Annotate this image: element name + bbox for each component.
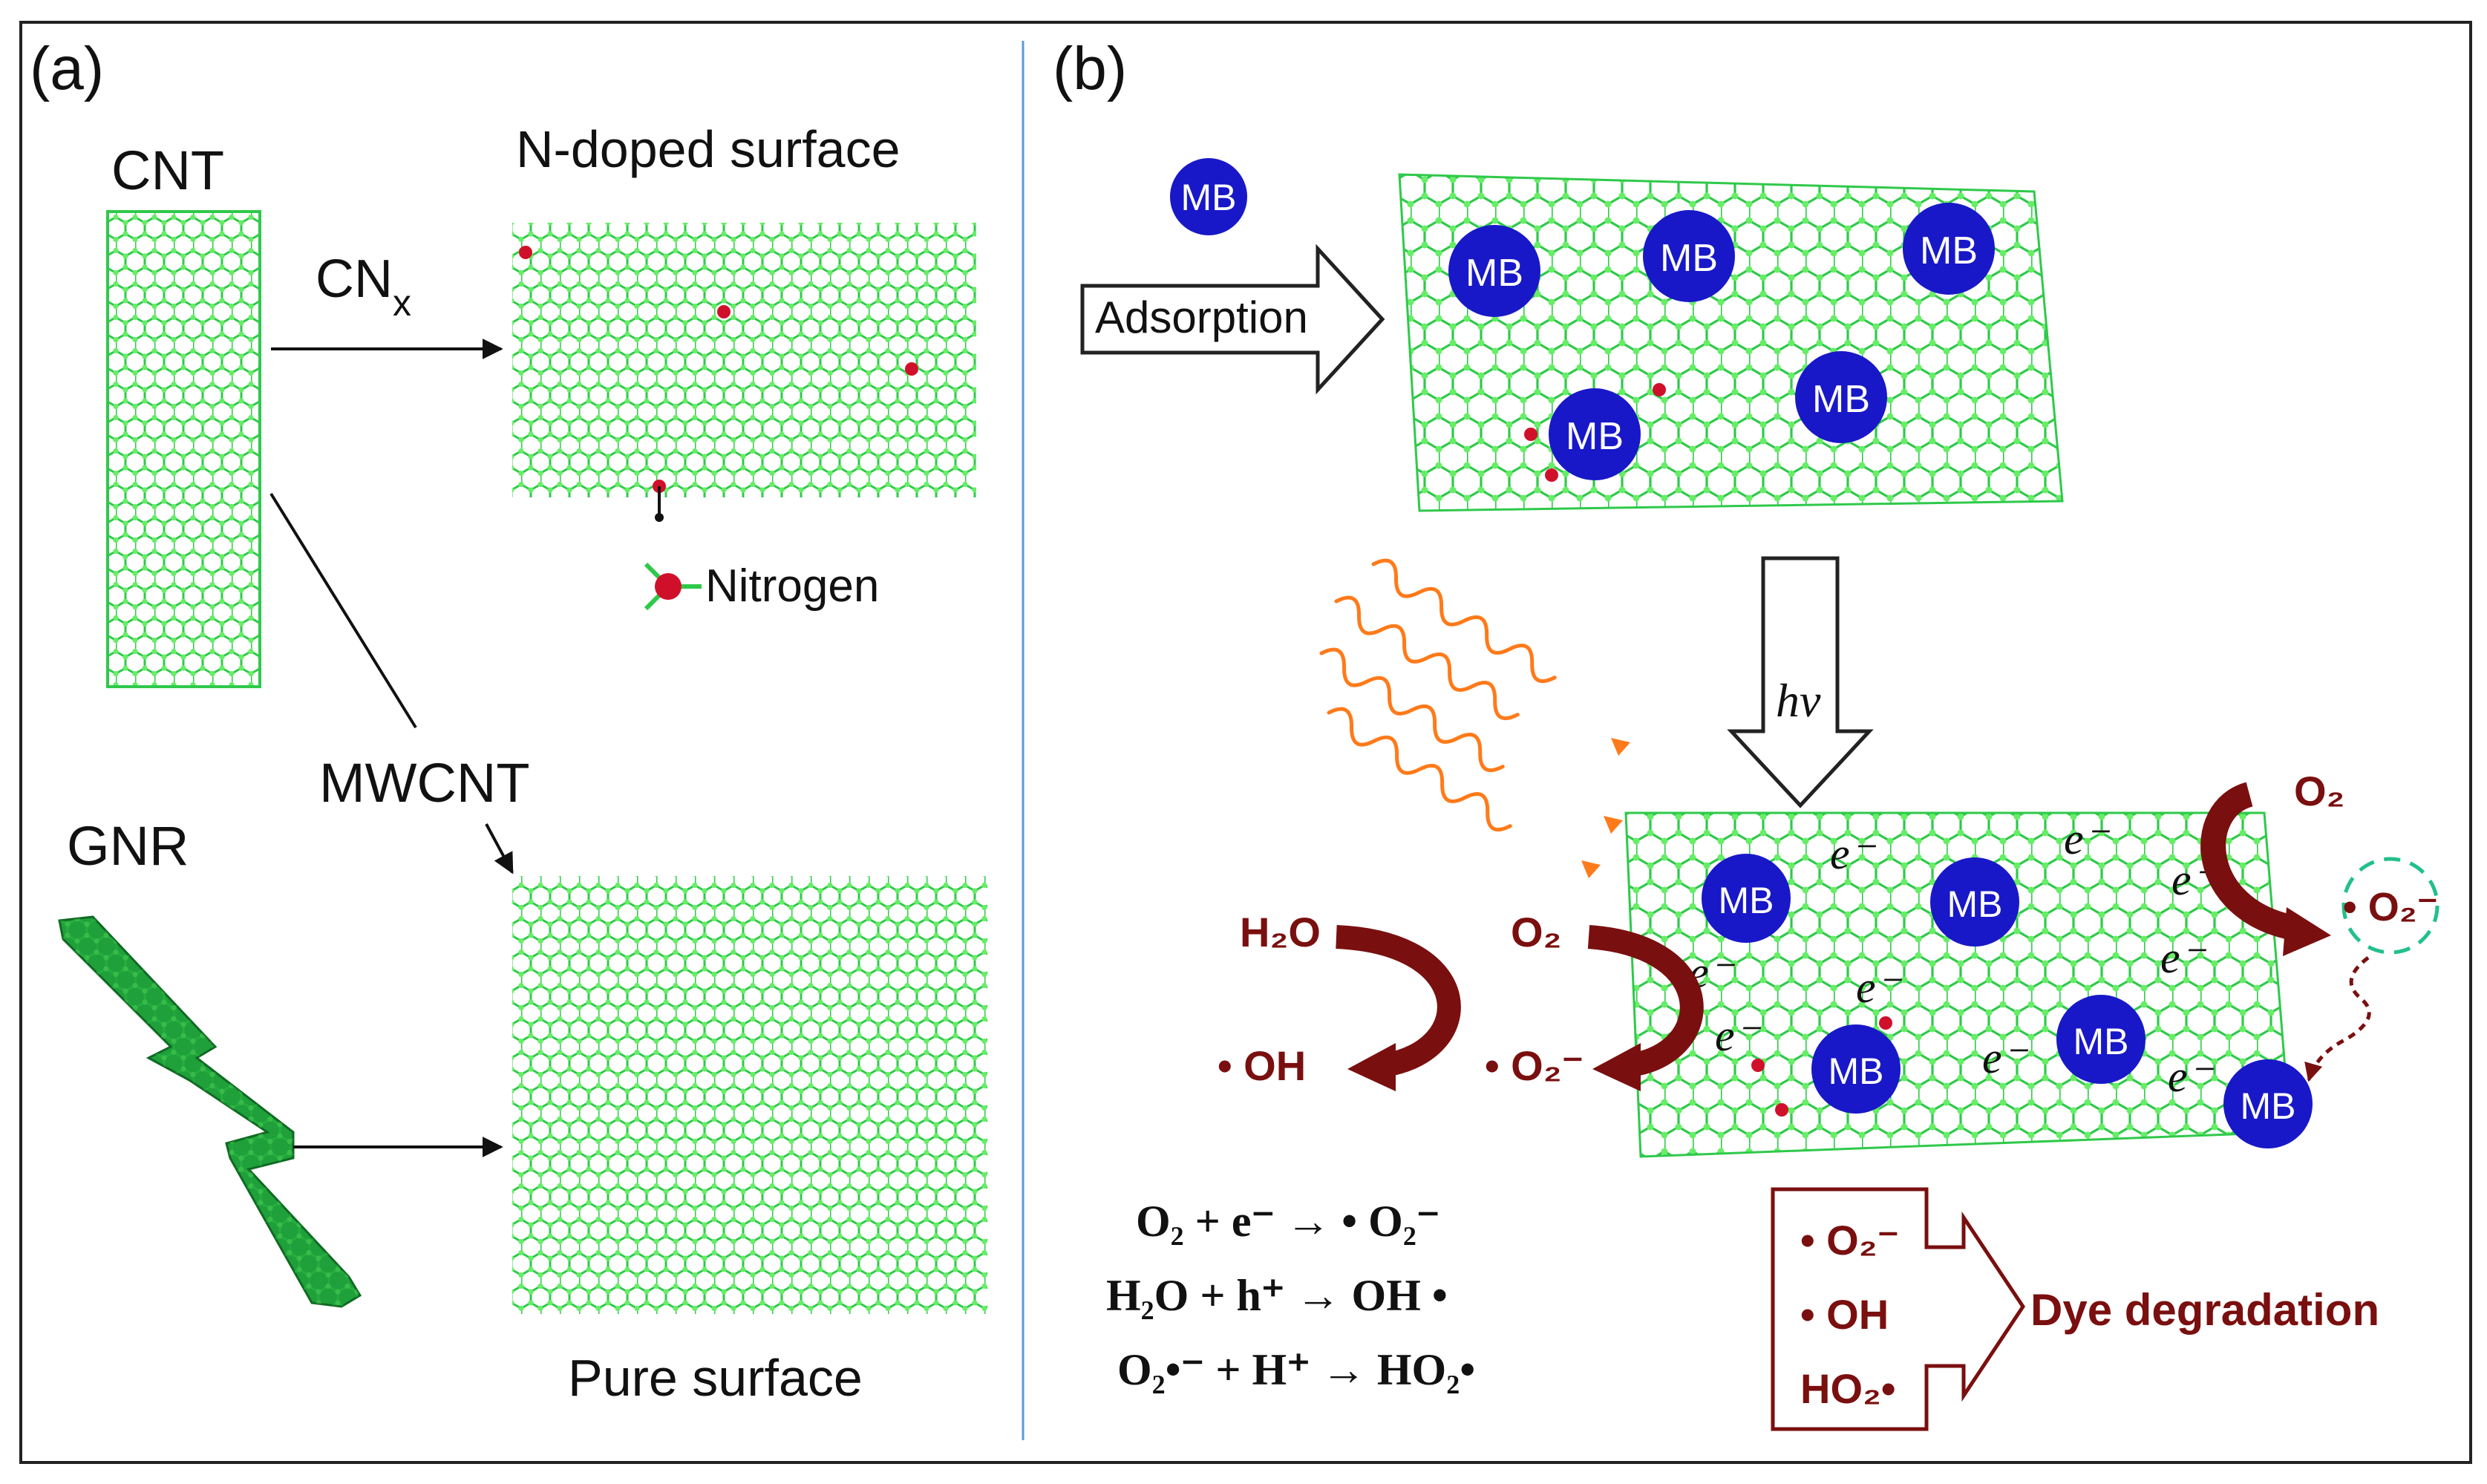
cnt-label: CNT — [111, 140, 224, 201]
pure-surface-label: Pure surface — [568, 1349, 863, 1407]
nitrogen-atom — [1545, 468, 1558, 482]
h2o-label: H₂O — [1240, 909, 1321, 955]
box-superoxide: • O₂⁻ — [1800, 1217, 1899, 1264]
electron-label: e⁻ — [2064, 814, 2111, 863]
box-hydroperoxyl: HO₂• — [1800, 1365, 1896, 1412]
figure-frame — [19, 21, 2472, 1464]
mb-molecule: MB — [1448, 225, 1540, 317]
svg-text:MB: MB — [1566, 415, 1624, 458]
mb-molecule: MB — [1930, 857, 2019, 947]
gnr-label: GNR — [67, 815, 189, 877]
cnt-lattice — [108, 212, 260, 687]
adsorption-arrow — [1080, 243, 1385, 395]
h2o-arrowhead — [1347, 1043, 1396, 1091]
equations: O₂ + e⁻ → • O₂⁻ H₂O + h⁺ → OH • O₂•⁻ + H… — [1106, 1197, 1475, 1394]
o2-left-arrowhead — [1592, 1043, 1641, 1091]
electron-label: e⁻ — [1830, 829, 1877, 878]
svg-text:MB: MB — [1465, 252, 1523, 295]
dopant-end — [655, 513, 664, 522]
mb-molecule: MB — [1702, 854, 1791, 943]
nitrogen-atom — [1775, 1103, 1788, 1117]
electrons: e⁻ e⁻ e⁻ e⁻ e⁻ e⁻ e⁻ e⁻ e⁻ — [1689, 814, 2218, 1101]
top-sheet-mb: MB MB MB MB MB — [1448, 203, 1995, 482]
mb-molecule: MB — [1903, 203, 1995, 295]
panel-b-label: (b) — [1053, 35, 1127, 102]
o2-right-arrowhead — [2283, 907, 2331, 956]
superoxide-left-label: • O₂⁻ — [1485, 1042, 1584, 1089]
panel-b: (b) MB Adsorption MB MB MB MB MB hv — [1053, 35, 2439, 1431]
hv-label: hv — [1776, 674, 1821, 727]
oh-radical-label: • OH — [1218, 1042, 1306, 1089]
mb-molecule: MB — [2056, 995, 2146, 1084]
o2-left-arrow — [1587, 925, 1704, 1077]
pure-sheet — [512, 876, 987, 1314]
n-doped-sheet — [512, 223, 976, 497]
nitrogen-atom — [519, 246, 532, 259]
h2o-arrow — [1336, 925, 1461, 1077]
svg-text:MB: MB — [2073, 1021, 2129, 1062]
svg-text:MB: MB — [1181, 177, 1237, 218]
electron-label: e⁻ — [1715, 1011, 1762, 1060]
cnt-tube — [106, 210, 261, 688]
electron-label: e⁻ — [2168, 1052, 2215, 1101]
adsorption-label: Adsorption — [1095, 292, 1308, 342]
electron-label: e⁻ — [2160, 933, 2207, 982]
mb-molecule: MB — [2223, 1059, 2313, 1148]
nitrogen-legend: Nitrogen — [644, 560, 879, 612]
superoxide-right-label: • O₂⁻ — [2343, 885, 2438, 929]
superoxide-circle — [2341, 857, 2439, 955]
svg-text:MB: MB — [1947, 883, 2003, 925]
nitrogen-atom — [1653, 383, 1666, 396]
mwcnt-label: MWCNT — [319, 752, 530, 814]
mb-molecule: MB — [1549, 388, 1641, 480]
n-doped-title: N-doped surface — [516, 120, 901, 178]
gnr-ribbon — [58, 915, 362, 1308]
svg-text:MB: MB — [1829, 1050, 1884, 1092]
radicals-box — [1771, 1187, 2026, 1431]
electron-label: e⁻ — [1982, 1033, 2029, 1082]
light-waves — [1319, 558, 1630, 878]
svg-text:MB: MB — [2241, 1085, 2296, 1127]
mb-molecule: MB — [1795, 351, 1887, 443]
hv-arrow — [1727, 556, 1874, 808]
nitrogen-atom — [905, 362, 918, 376]
svg-text:MB: MB — [1719, 880, 1774, 921]
cnt-outline — [106, 210, 261, 688]
equation-3: O₂•⁻ + H⁺ → HO₂• — [1117, 1345, 1475, 1394]
superoxide-attack-line — [2304, 956, 2371, 1082]
cnx-label: CNx — [316, 249, 411, 324]
nitrogen-atom — [1524, 428, 1537, 441]
svg-text:MB: MB — [1660, 237, 1718, 280]
panel-a-label: (a) — [30, 35, 104, 102]
nitrogen-label: Nitrogen — [705, 560, 879, 612]
nitrogen-dopants — [519, 246, 918, 522]
nitrogen-atom — [717, 305, 731, 318]
bottom-sheet-mb: MB MB MB MB MB — [1702, 854, 2313, 1148]
o2-right-arrow — [2200, 782, 2297, 941]
equation-2: H₂O + h⁺ → OH • — [1106, 1271, 1448, 1320]
o2-left-label: O₂ — [1511, 909, 1561, 955]
nitrogen-atom — [1879, 1016, 1892, 1030]
cnt-to-mwcnt-line — [269, 492, 417, 729]
equation-1: O₂ + e⁻ → • O₂⁻ — [1136, 1197, 1439, 1246]
nitrogen-icon — [655, 573, 682, 600]
mb-molecule-free: MB — [1170, 158, 1247, 235]
o2-right-label: O₂ — [2294, 768, 2344, 814]
svg-text:MB: MB — [1920, 229, 1978, 272]
mb-molecule: MB — [1811, 1024, 1901, 1114]
panel-a: (a) CNT CNx N-doped surface Nitrogen — [30, 35, 987, 1407]
svg-text:MB: MB — [1812, 378, 1870, 421]
mb-molecule: MB — [1643, 210, 1735, 302]
nitrogen-atom — [1751, 1059, 1765, 1072]
mwcnt-arrow — [485, 823, 514, 875]
electron-label: e⁻ — [1856, 963, 1903, 1012]
box-hydroxyl: • OH — [1800, 1291, 1889, 1338]
dye-degradation-label: Dye degradation — [2030, 1285, 2379, 1335]
